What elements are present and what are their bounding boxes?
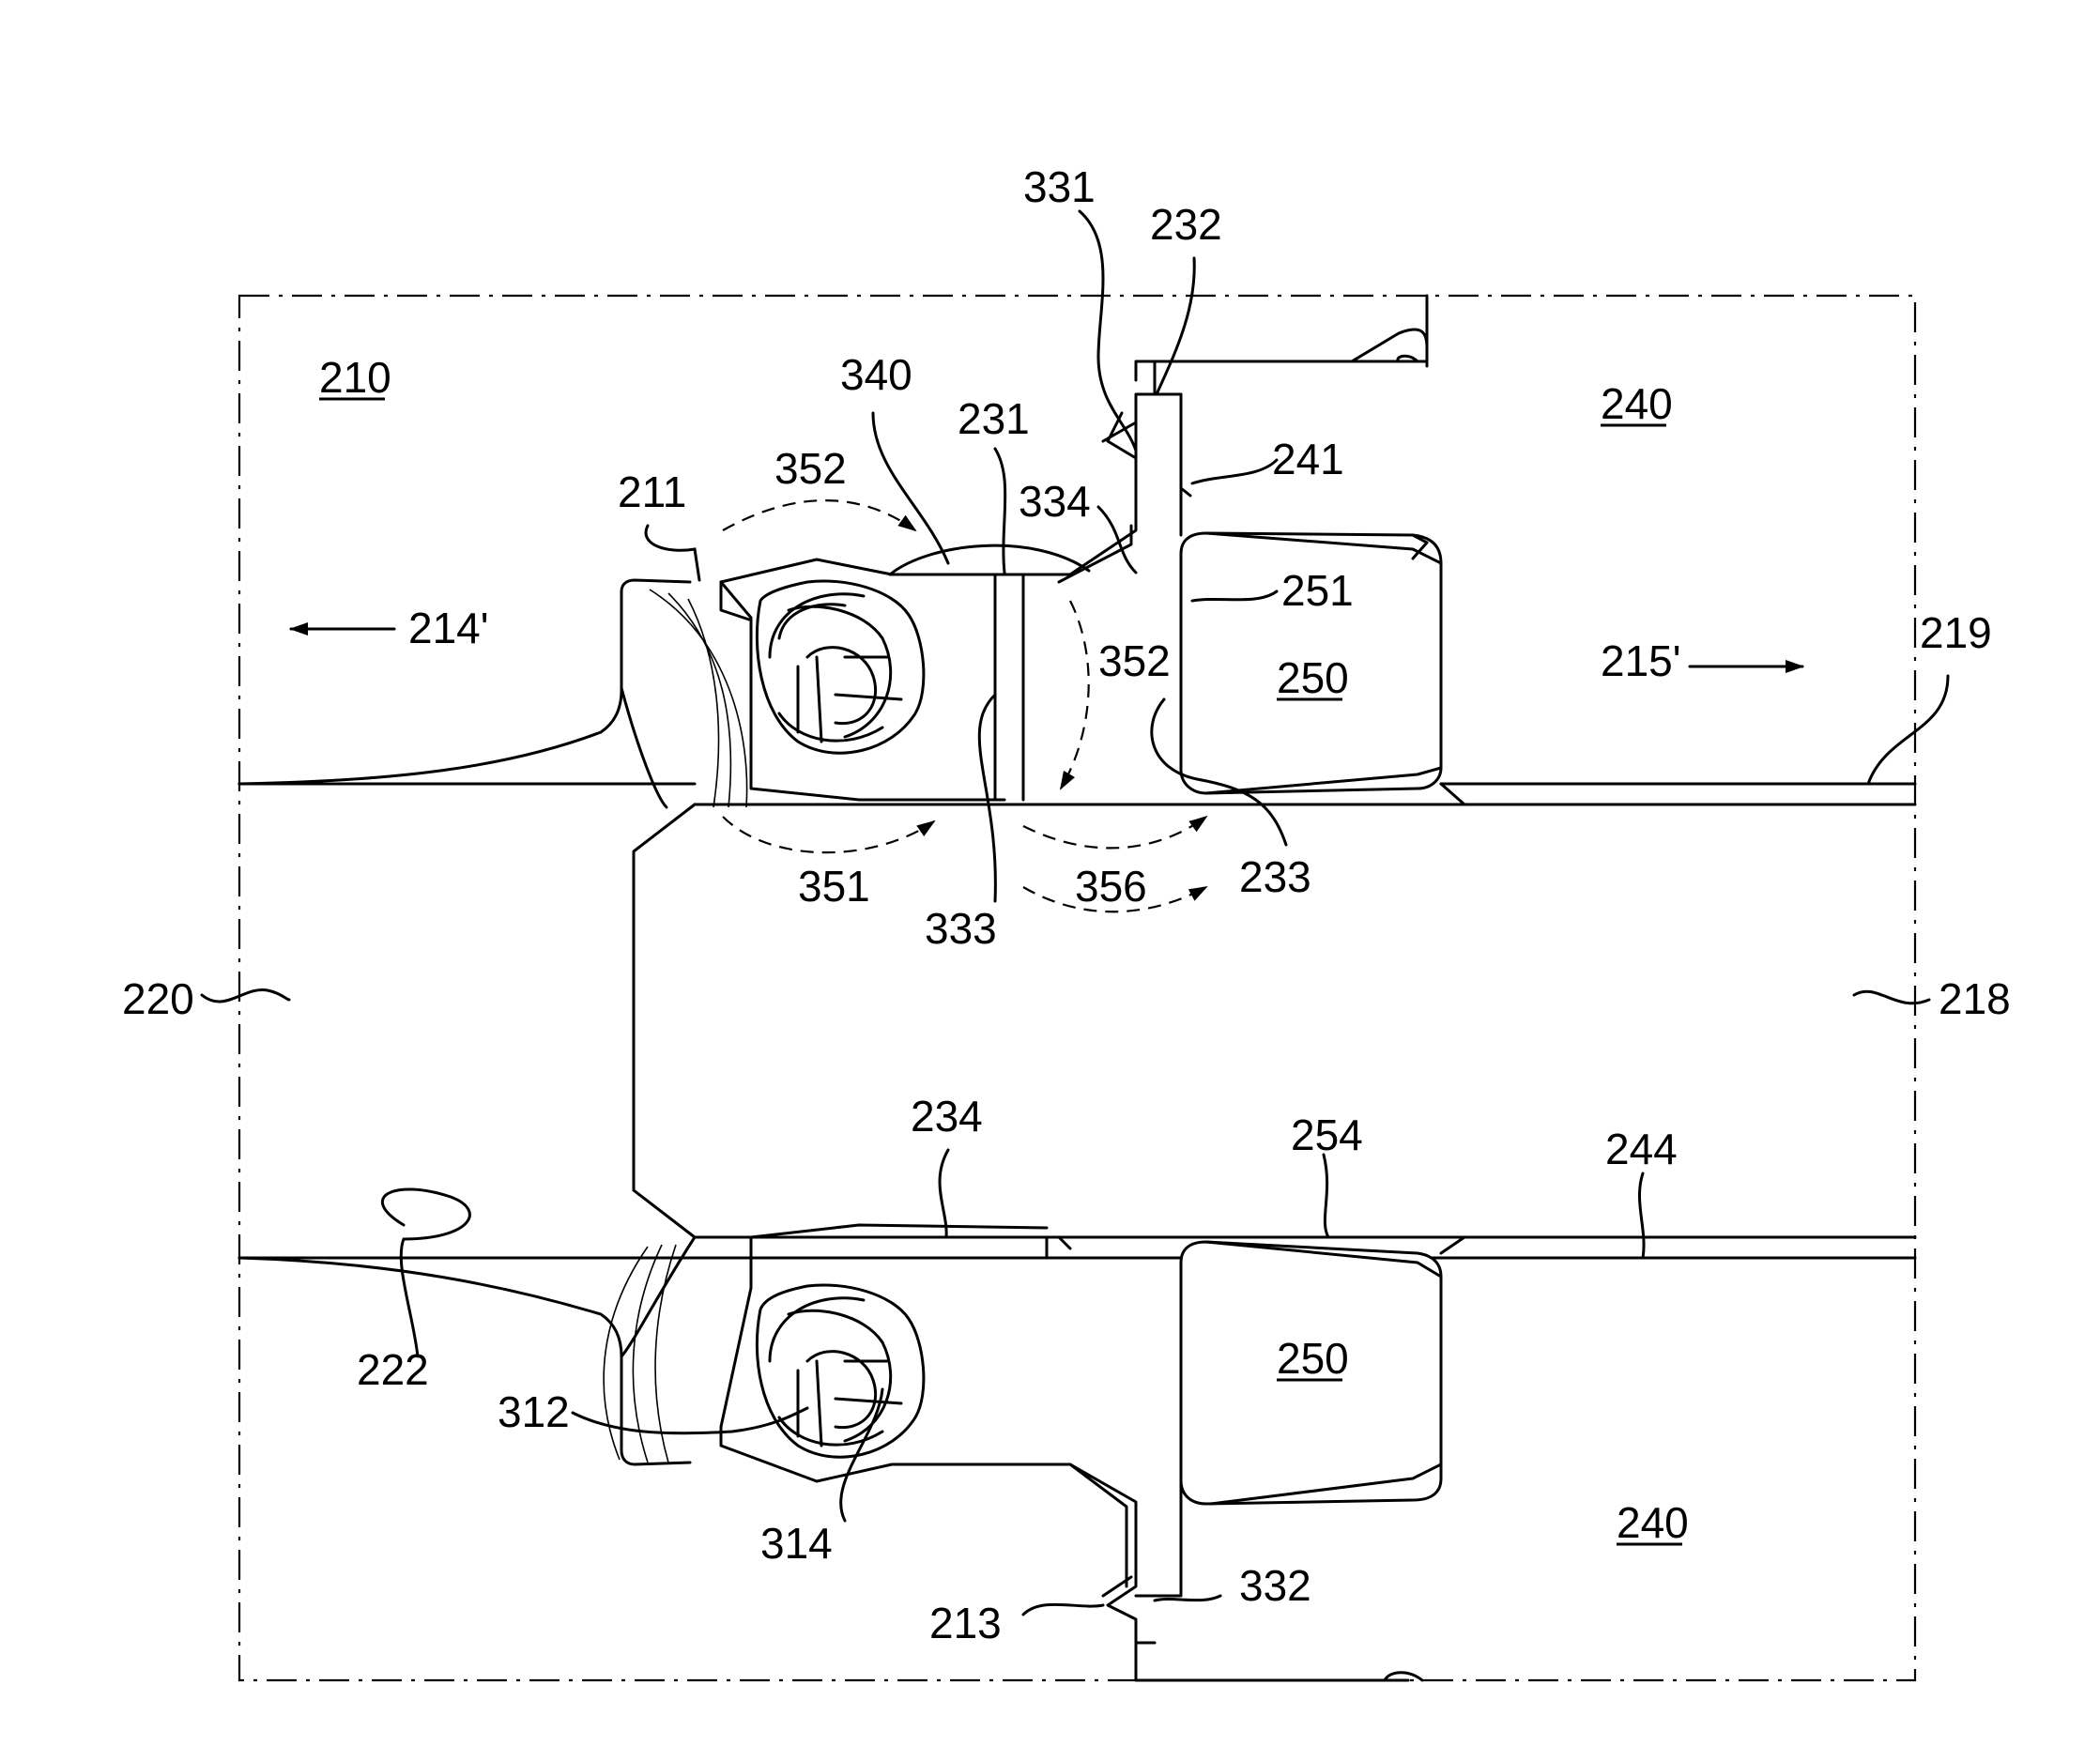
- label-240-bot: 240: [1617, 1498, 1689, 1547]
- label-352-mid: 352: [1098, 636, 1171, 685]
- label-210: 210: [319, 353, 391, 402]
- label-233: 233: [1239, 852, 1311, 901]
- leader-lines: [202, 211, 1948, 1615]
- label-356: 356: [1075, 862, 1147, 911]
- label-314: 314: [760, 1519, 833, 1568]
- label-211: 211: [618, 467, 686, 516]
- label-312: 312: [498, 1387, 570, 1436]
- label-231: 231: [958, 394, 1030, 443]
- label-232: 232: [1150, 200, 1222, 249]
- label-251: 251: [1281, 566, 1354, 615]
- label-218: 218: [1939, 974, 2011, 1023]
- upper-body-210: [239, 580, 747, 807]
- label-219: 219: [1920, 608, 1992, 657]
- lower-spring-coil: [757, 1285, 924, 1457]
- label-331: 331: [1023, 162, 1096, 211]
- label-250-top: 250: [1277, 653, 1349, 702]
- label-234: 234: [911, 1092, 983, 1141]
- label-332: 332: [1239, 1561, 1311, 1610]
- label-241: 241: [1272, 435, 1344, 483]
- label-214-prime: 214': [408, 604, 489, 652]
- label-352-top: 352: [774, 444, 847, 493]
- label-220: 220: [122, 974, 194, 1023]
- numeral-underlines: [319, 399, 1682, 1544]
- direction-arrows: [291, 629, 1802, 666]
- label-240-top: 240: [1601, 379, 1673, 428]
- label-215-prime: 215': [1601, 636, 1681, 685]
- bulge-340: [890, 545, 1089, 574]
- label-244: 244: [1605, 1125, 1678, 1173]
- label-351: 351: [798, 862, 870, 911]
- label-213: 213: [929, 1599, 1002, 1647]
- flow-arrows: [723, 500, 1206, 911]
- label-222: 222: [357, 1345, 429, 1394]
- label-333: 333: [925, 904, 997, 953]
- bore-lines: [239, 784, 1915, 1258]
- label-250-bot: 250: [1277, 1334, 1349, 1383]
- label-254: 254: [1291, 1110, 1363, 1159]
- upper-spring-coil: [757, 581, 924, 753]
- label-340: 340: [840, 350, 912, 399]
- label-334: 334: [1019, 477, 1091, 526]
